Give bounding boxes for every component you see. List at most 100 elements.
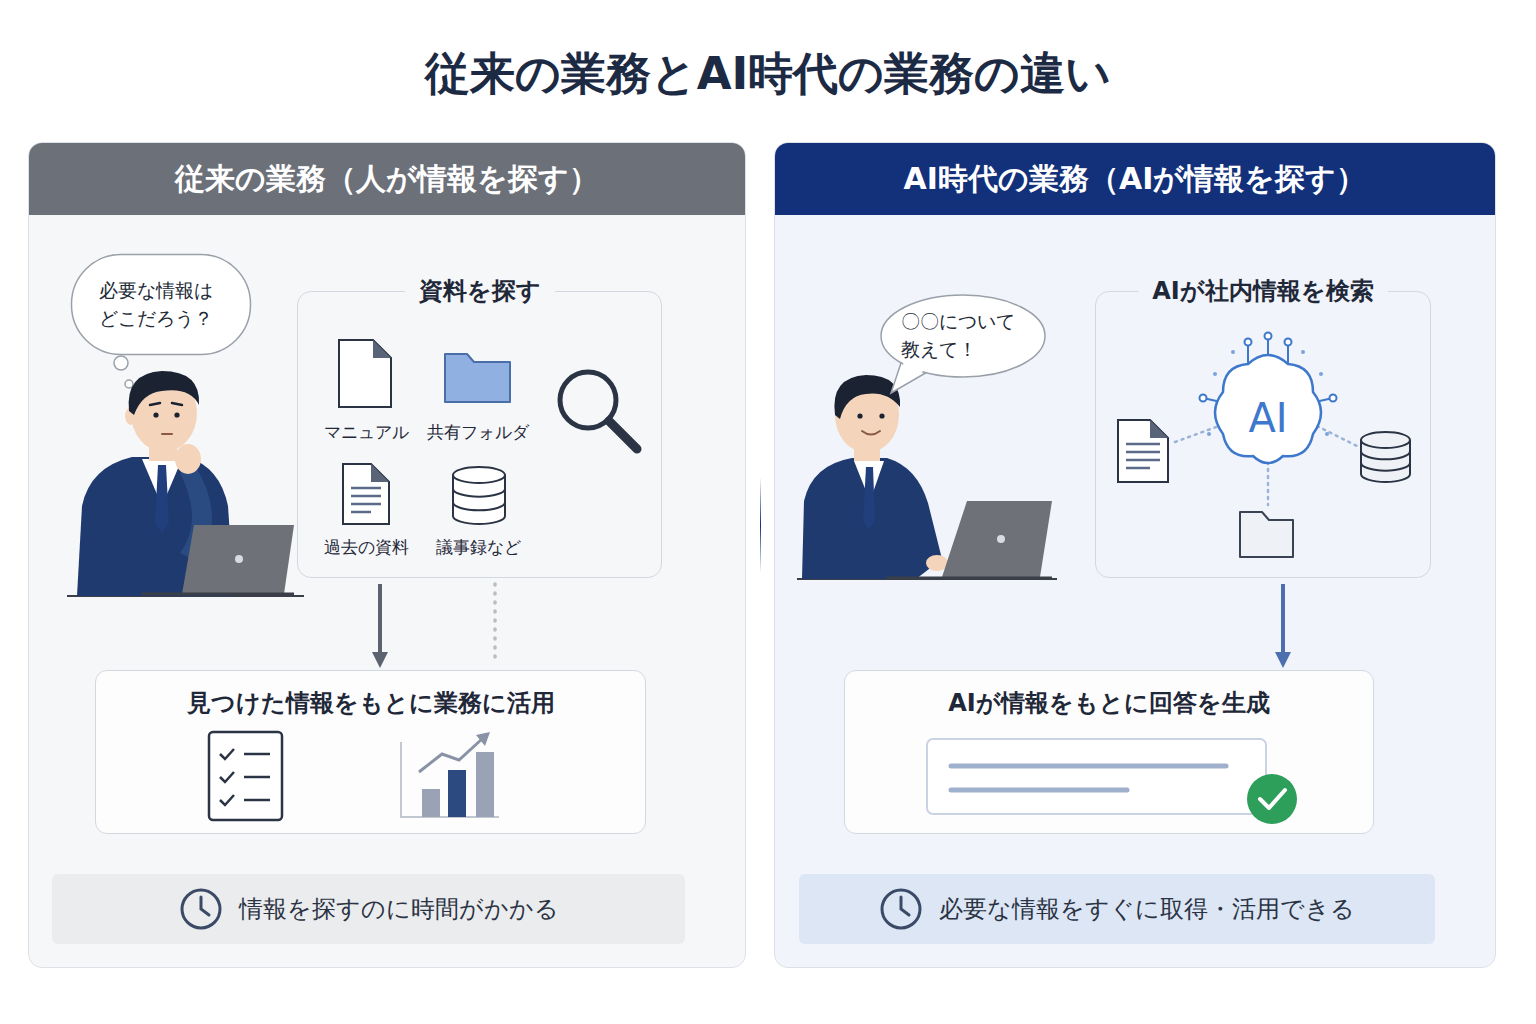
ai-search-icons-part [1247, 342, 1249, 364]
box-title: 見つけた情報をもとに業務に活用 [96, 687, 645, 719]
person-asking [797, 375, 1057, 579]
person-thinking-part [175, 444, 201, 474]
source-icons-part [453, 502, 505, 510]
bubble-shape-part [895, 359, 927, 387]
clock-icon-part [901, 897, 909, 915]
band-text: 必要な情報をすぐに取得・活用できる [939, 893, 1355, 925]
source-icons-part [373, 340, 391, 358]
ai-search-icons-part [1213, 372, 1217, 376]
person-asking-part [854, 461, 884, 501]
person-asking-part [862, 431, 880, 435]
group-title: AIが社内情報を検索 [1138, 275, 1388, 307]
person-asking-part [942, 501, 1052, 577]
person-thinking-part [162, 433, 172, 435]
ai-search-icons-part [1200, 395, 1207, 402]
source-icons-part [453, 467, 505, 483]
bubble-text: 〇〇について 教えて！ [901, 308, 1026, 363]
ai-search-icons-part [1361, 432, 1410, 448]
result-icons-part [419, 739, 482, 772]
bubble-shape-part [72, 255, 251, 355]
source-icons-part [560, 372, 616, 428]
ai-search-icons-part [1361, 451, 1410, 459]
ai-search-icons-part [1203, 398, 1221, 402]
icon-label: 共有フォルダ [427, 422, 529, 442]
answer-card-part [951, 764, 1226, 769]
source-icons-part [445, 354, 510, 402]
speech-bubble: 〇〇について 教えて！ [879, 293, 1047, 379]
summary-band: 情報を探すのに時間がかかる [52, 874, 685, 944]
person-asking-part [863, 467, 875, 529]
panel-header: AI時代の業務（AIが情報を探す） [775, 143, 1495, 215]
source-icons-part [609, 421, 637, 449]
person-thinking-part [153, 412, 158, 417]
ai-search-icons-part [1126, 443, 1160, 446]
ai-search-icons-part [1315, 398, 1333, 402]
person-thinking [67, 356, 304, 596]
illustration-part [797, 375, 1057, 579]
person-thinking-part [182, 525, 294, 594]
ai-search-icons-part [1285, 339, 1292, 346]
ai-search-icons-part [1265, 333, 1272, 340]
illustration-part [927, 739, 1297, 824]
person-thinking-part [155, 465, 169, 533]
result-icons [209, 732, 499, 820]
group-box: AIが社内情報を検索AI [1095, 291, 1431, 578]
bubble-shape [70, 253, 252, 356]
answer-card-part [1247, 774, 1297, 824]
person-thinking-part [150, 403, 182, 405]
ai-mark: AI [1248, 394, 1287, 442]
person-thinking-part [235, 555, 243, 563]
ai-search-icons-part [1126, 451, 1160, 454]
source-icons-part [351, 511, 371, 514]
result-icons-part [244, 776, 270, 779]
clock-icon [179, 887, 223, 931]
comparison-panel: AI時代の業務（AIが情報を探す）〇〇について 教えて！AIが社内情報を検索AI… [774, 142, 1496, 968]
ai-search-icons-part [1150, 420, 1168, 438]
bubble-shape-part [881, 295, 1045, 377]
ai-search-icons-part [1330, 395, 1337, 402]
icon-label: 過去の資料 [324, 537, 409, 557]
answer-card-part [951, 788, 1127, 793]
person-thinking-part [125, 380, 133, 388]
person-asking-part [857, 413, 862, 418]
source-icons-part [453, 489, 505, 497]
ai-search-icons-part [1361, 463, 1410, 471]
result-icons-part [220, 795, 234, 805]
result-icons-part [422, 789, 440, 817]
ai-search-icons-part [1287, 342, 1289, 364]
bubble-shape-part [891, 357, 929, 393]
person-asking-part [854, 439, 880, 461]
source-icons-part [351, 495, 381, 498]
answer-card [927, 739, 1297, 824]
source-icons-part [343, 464, 389, 524]
ai-search-icons-part [1207, 432, 1211, 436]
ai-search-icons-part [1361, 440, 1410, 482]
source-icons-part [371, 464, 389, 482]
person-thinking-part [149, 437, 177, 461]
ai-search-icons-part [1325, 432, 1329, 436]
box-title: AIが情報をもとに回答を生成 [845, 687, 1373, 719]
ai-search-icons-part [1175, 426, 1219, 442]
connector-layer-part [380, 477, 1283, 664]
person-thinking-part [67, 595, 304, 597]
ai-search-icons-part [1126, 467, 1150, 470]
bubble-shape [879, 293, 1047, 379]
ai-search-icons-part [1301, 350, 1305, 354]
process-box: 見つけた情報をもとに業務に活用 [95, 670, 646, 834]
result-icons-part [209, 732, 282, 820]
group-title: 資料を探す [405, 275, 555, 307]
person-asking-part [887, 577, 1052, 580]
person-thinking-part [174, 412, 179, 417]
ai-search-icons-part [1267, 336, 1269, 354]
result-icons-part [476, 752, 494, 817]
answer-card-part [1260, 790, 1285, 808]
source-icons-part [351, 487, 381, 490]
person-thinking-part [129, 371, 199, 415]
answer-card-part [927, 739, 1266, 814]
person-asking-part [835, 377, 899, 453]
result-icons-part [244, 799, 270, 802]
icon-label: 議事録など [436, 537, 521, 557]
person-asking-part [879, 413, 884, 418]
